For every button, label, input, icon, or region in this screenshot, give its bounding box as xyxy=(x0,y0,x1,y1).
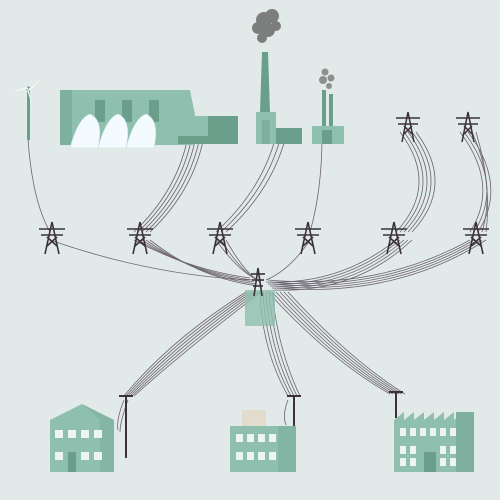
power-lines xyxy=(27,131,492,433)
factory-door xyxy=(424,452,436,472)
line-bundle-pylon-left-to-tower xyxy=(395,131,436,233)
line-wind-to-tower xyxy=(27,137,51,233)
line-plant2-to-tower xyxy=(309,135,323,233)
utility-pole xyxy=(287,395,301,426)
line-bundle-substation-to-house xyxy=(117,291,262,433)
hydro-dam xyxy=(60,90,238,149)
line-bundle-towers-to-substation xyxy=(49,239,487,291)
line-bundle-hydro-to-tower xyxy=(133,135,205,233)
pylon-icon xyxy=(207,221,233,255)
pylon-icon xyxy=(251,267,265,297)
smoke-plume xyxy=(319,68,335,89)
power-plant-tall-chimney xyxy=(252,9,302,144)
line-bundle-substation-to-factory xyxy=(267,291,406,395)
house-windows xyxy=(55,430,102,460)
utility-pole xyxy=(389,391,403,418)
central-substation xyxy=(245,267,275,326)
factory-windows xyxy=(400,428,456,466)
water-outflow xyxy=(69,113,157,149)
pylon-icon xyxy=(456,111,480,143)
power-plant-twin-chimneys xyxy=(312,68,344,144)
line-bundle-plant-to-tower xyxy=(215,135,287,233)
house-door xyxy=(68,452,76,472)
pylon-icon xyxy=(396,111,420,143)
pylon-icon xyxy=(127,221,153,255)
house xyxy=(50,404,114,472)
office-windows xyxy=(236,434,276,460)
smoke-plume xyxy=(252,9,281,43)
pylon-icon xyxy=(381,221,407,255)
pylon-icon xyxy=(463,221,489,255)
factory xyxy=(394,412,474,472)
office-building xyxy=(230,410,296,472)
transmission-towers xyxy=(39,221,489,255)
pylon-icon xyxy=(295,221,321,255)
pylon-icon xyxy=(39,221,65,255)
utility-pole xyxy=(119,395,133,458)
wind-turbine xyxy=(10,78,42,140)
